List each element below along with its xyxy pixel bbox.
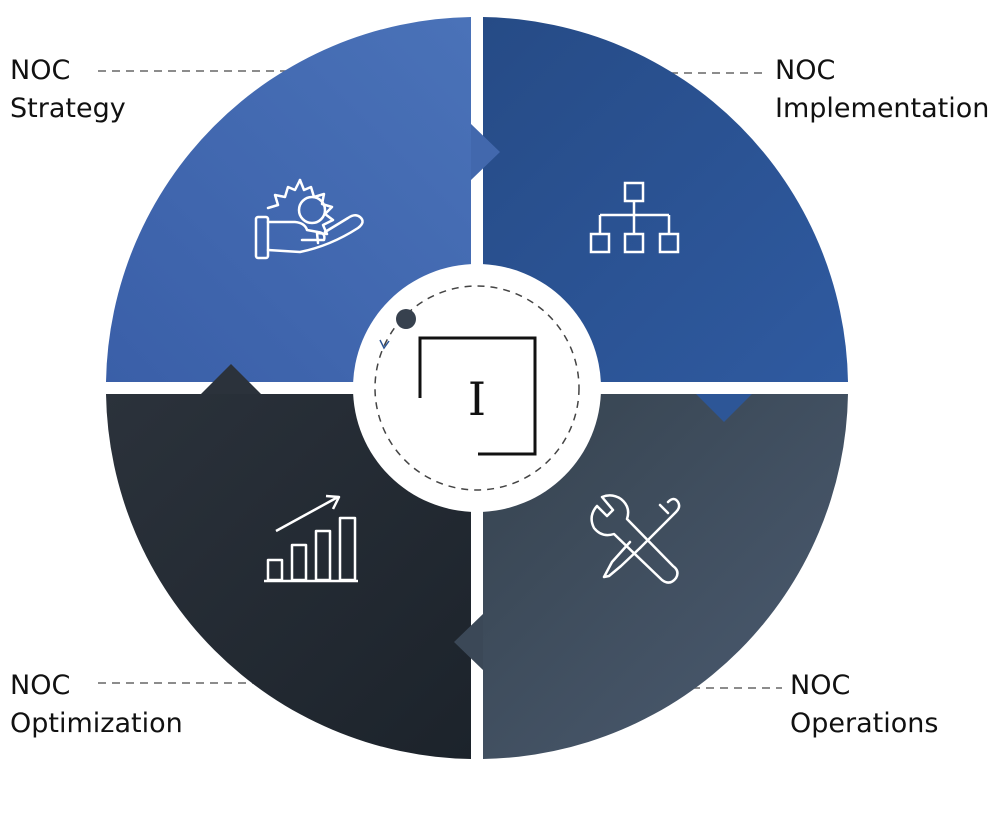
label-implementation-line1: NOC: [775, 55, 836, 86]
quadrant-implementation: [483, 17, 848, 382]
arrow-operations-to-optimization: [454, 614, 483, 670]
label-noc-optimization: NOC Optimization: [10, 667, 183, 743]
label-operations-line1: NOC: [790, 670, 851, 701]
gear-hand-icon: [254, 178, 364, 260]
center-ring-dot: [396, 309, 416, 329]
arrow-implementation-to-operations: [696, 394, 752, 422]
label-optimization-line1: NOC: [10, 670, 71, 701]
label-strategy-line2: Strategy: [10, 93, 126, 124]
growth-chart-icon: [264, 494, 358, 583]
quadrant-strategy: [106, 17, 471, 382]
label-implementation-line2: Implementation: [775, 93, 990, 124]
arrow-strategy-to-implementation: [471, 124, 500, 180]
quadrant-operations: [483, 394, 848, 759]
center-logo: I: [418, 336, 537, 456]
label-noc-strategy: NOC Strategy: [10, 52, 126, 128]
center-logo-letter: I: [468, 372, 486, 426]
quadrant-optimization: [106, 394, 471, 759]
label-strategy-line1: NOC: [10, 55, 71, 86]
label-optimization-line2: Optimization: [10, 708, 183, 739]
org-chart-icon: [589, 181, 680, 254]
label-operations-line2: Operations: [790, 708, 939, 739]
wrench-screwdriver-icon: [590, 494, 681, 584]
center-hub: [353, 264, 601, 512]
arrow-optimization-to-strategy: [201, 364, 261, 394]
label-noc-operations: NOC Operations: [790, 667, 938, 743]
center-dashed-ring: [374, 285, 580, 491]
center-ring-arrowhead: [379, 339, 390, 350]
label-noc-implementation: NOC Implementation: [775, 52, 989, 128]
